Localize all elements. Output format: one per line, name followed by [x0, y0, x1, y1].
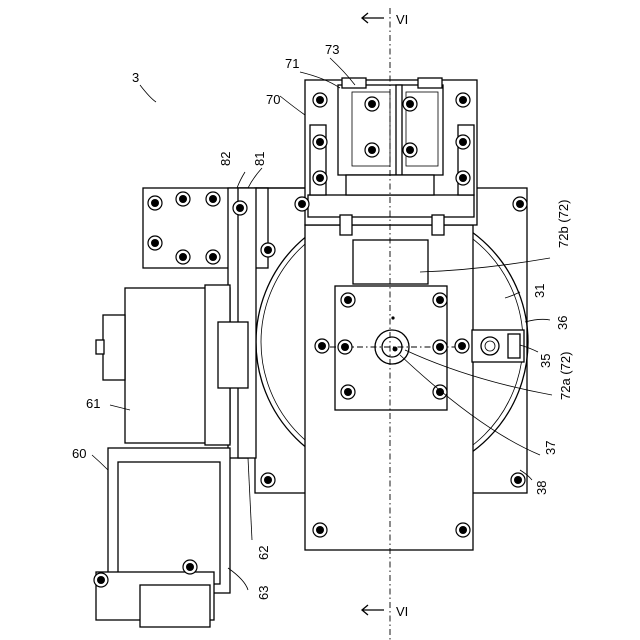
bolt-34: [94, 573, 108, 587]
bolt-12: [513, 197, 527, 211]
bolt-33: [183, 560, 197, 574]
gear-unit-60: [96, 448, 230, 627]
bolt-28: [455, 339, 469, 353]
bolt-4: [456, 135, 470, 149]
motor-61: [96, 285, 248, 445]
stopper-35-36: [472, 330, 524, 362]
bolt-26: [433, 340, 447, 354]
label-81: 81: [252, 152, 267, 166]
bolt-14: [206, 192, 220, 206]
label-section-bottom: VI: [396, 604, 408, 619]
label-82: 82: [218, 152, 233, 166]
label-60: 60: [72, 446, 86, 461]
bolt-18: [148, 236, 162, 250]
label-72a: 72a (72): [558, 352, 573, 400]
bolt-11: [295, 197, 309, 211]
bolt-17: [148, 196, 162, 210]
bolt-15: [176, 250, 190, 264]
bolt-20: [261, 243, 275, 257]
label-73: 73: [325, 42, 339, 57]
bolt-24: [433, 385, 447, 399]
bolt-29: [261, 473, 275, 487]
bolt-25: [338, 340, 352, 354]
bolt-3: [313, 135, 327, 149]
label-61: 61: [86, 396, 100, 411]
label-37: 37: [543, 441, 558, 455]
label-3: 3: [132, 70, 139, 85]
label-36: 36: [555, 316, 570, 330]
bolt-5: [313, 171, 327, 185]
bolt-31: [313, 523, 327, 537]
clamp-unit-70: [305, 78, 477, 235]
label-section-top: VI: [396, 12, 408, 27]
bolt-1: [313, 93, 327, 107]
label-35: 35: [538, 354, 553, 368]
bolt-21: [341, 293, 355, 307]
bolt-27: [315, 339, 329, 353]
label-38: 38: [534, 481, 549, 495]
bolt-23: [341, 385, 355, 399]
bolt-13: [176, 192, 190, 206]
bolt-7: [365, 97, 379, 111]
bolt-9: [403, 97, 417, 111]
bolt-30: [511, 473, 525, 487]
bolt-19: [233, 201, 247, 215]
label-72b: 72b (72): [556, 200, 571, 248]
label-70: 70: [266, 92, 280, 107]
bolt-8: [365, 143, 379, 157]
bolt-32: [456, 523, 470, 537]
label-62: 62: [256, 546, 271, 560]
label-63: 63: [256, 586, 271, 600]
bolt-22: [433, 293, 447, 307]
bolt-16: [206, 250, 220, 264]
bolt-10: [403, 143, 417, 157]
label-71: 71: [285, 56, 299, 71]
bolt-2: [456, 93, 470, 107]
bolt-6: [456, 171, 470, 185]
label-31: 31: [532, 284, 547, 298]
